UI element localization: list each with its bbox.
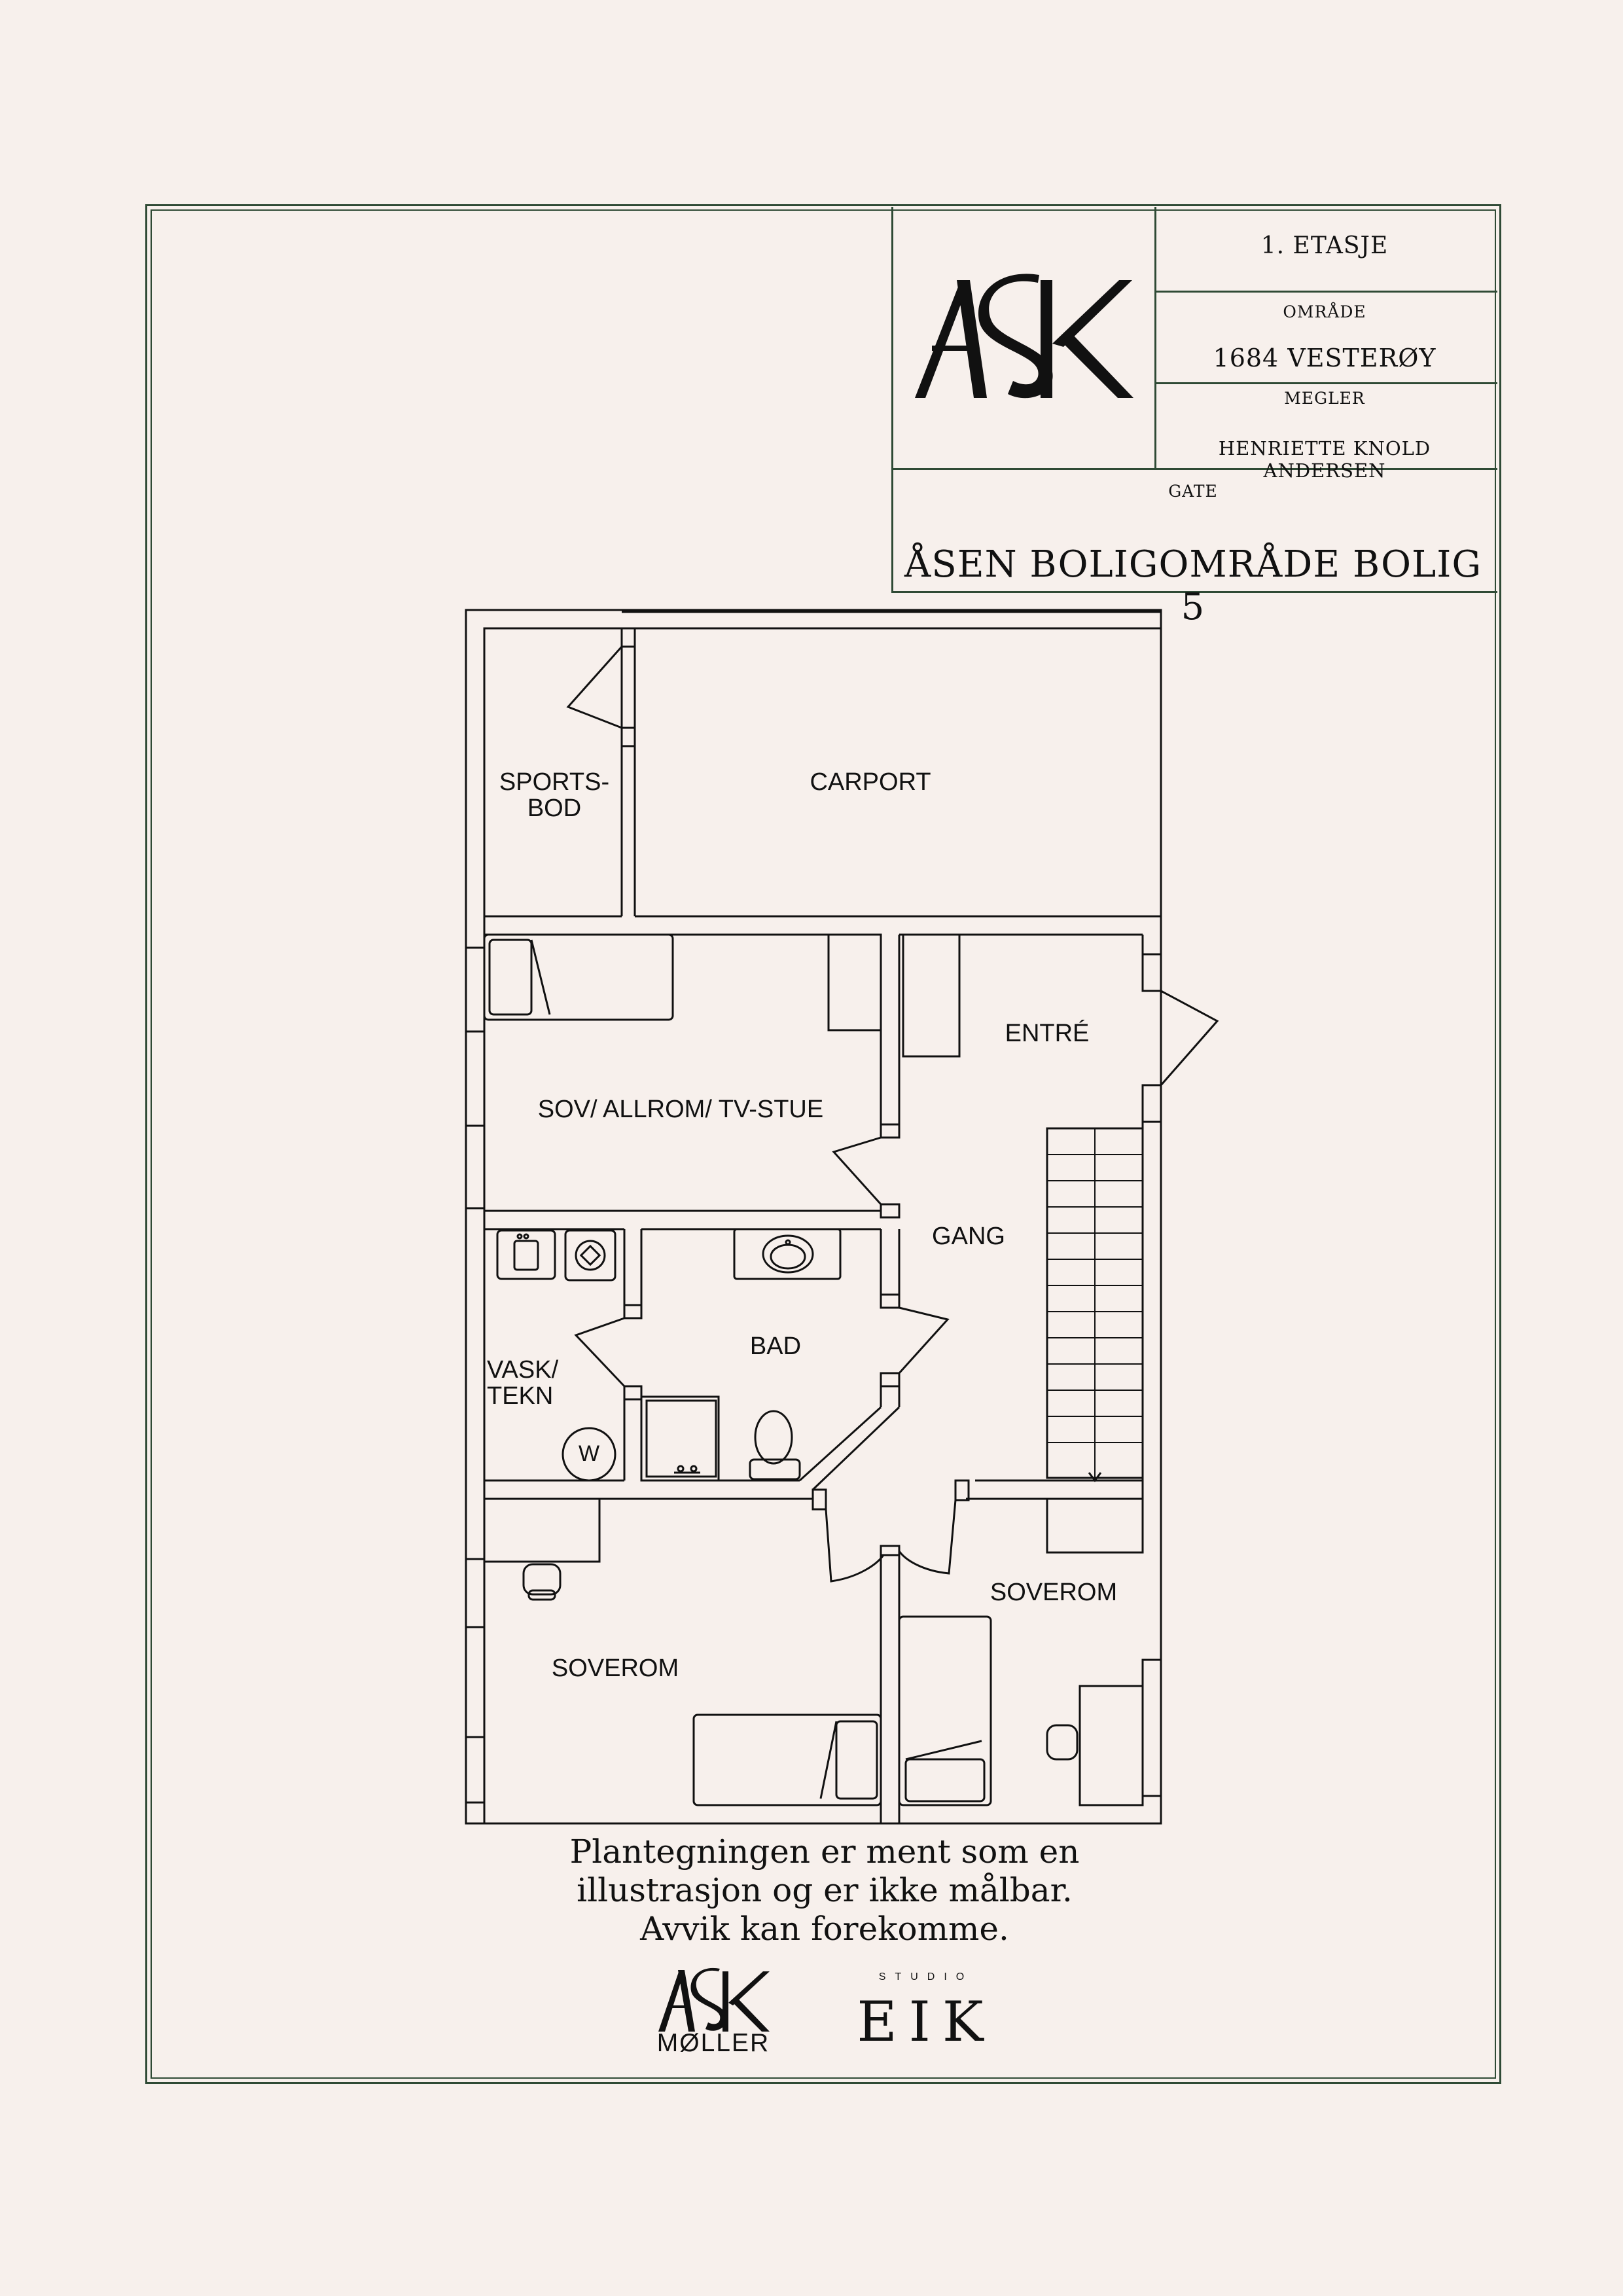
address-title: ÅSEN BOLIGOMRÅDE BOLIG 5 [904, 543, 1482, 628]
disclaimer-text: Plantegningen er ment som en illustrasjo… [406, 1833, 1243, 1948]
title-block-row1-line [1154, 291, 1497, 293]
title-block-row3-line [891, 468, 1497, 470]
room-label-soverom-right: SOVEROM [990, 1579, 1118, 1606]
eik-logo-text: EIK [857, 1990, 995, 2054]
floor-label: 1. ETASJE [1260, 232, 1389, 259]
title-block-logo-divider [1154, 207, 1156, 469]
disclaimer-line-3: Avvik kan forekomme. [640, 1910, 1009, 1948]
street-label: GATE [1168, 482, 1218, 501]
room-label-bad: BAD [749, 1333, 802, 1360]
title-block-row2-line [1154, 382, 1497, 384]
page-frame [145, 204, 1501, 2084]
room-label-vask-tekn: VASK/ TEKN [487, 1356, 559, 1410]
room-label-carport: CARPORT [810, 768, 931, 796]
disclaimer-line-1: Plantegningen er ment som en [569, 1833, 1080, 1871]
title-block-left-line [891, 207, 893, 593]
washer-icon [562, 1427, 616, 1482]
studio-logo-text: STUDIO [878, 1971, 974, 1982]
room-label-gang: GANG [932, 1223, 1005, 1250]
room-label-entre: ENTRÉ [1005, 1020, 1090, 1047]
area-label: OMRÅDE [1283, 302, 1366, 321]
room-label-sportsbod: SPORTS- BOD [499, 768, 610, 822]
title-block-bottom-line [891, 591, 1497, 593]
room-label-sov-allrom: SOV/ ALLROM/ TV-STUE [537, 1096, 824, 1123]
moller-logo-text: MØLLER [656, 2029, 770, 2057]
disclaimer-line-2: illustrasjon og er ikke målbar. [577, 1871, 1073, 1909]
broker-name: HENRIETTE KNOLD ANDERSEN [1218, 437, 1431, 482]
washer-label: W [578, 1441, 600, 1466]
broker-label: MEGLER [1284, 389, 1365, 408]
area-value: 1684 VESTERØY [1213, 344, 1436, 372]
room-label-soverom-left: SOVEROM [551, 1655, 679, 1682]
page-frame-inner [151, 209, 1496, 2079]
